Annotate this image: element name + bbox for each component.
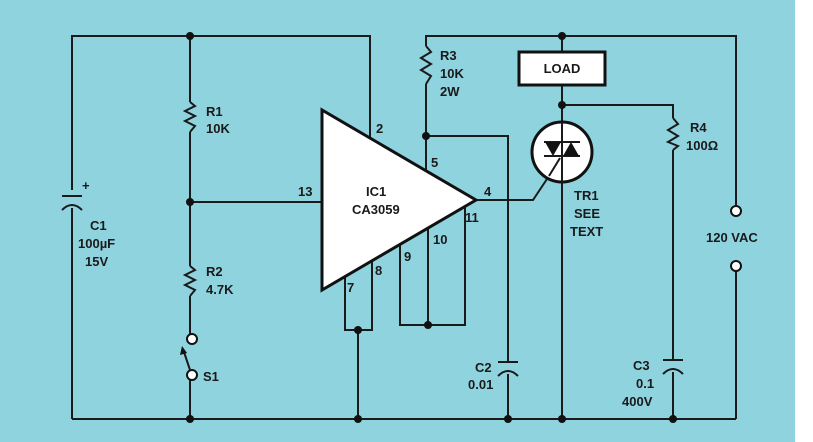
triac-tr1: TR1 SEE TEXT: [530, 120, 603, 239]
r4-name: R4: [690, 120, 707, 135]
c1-value: 100µF: [78, 236, 115, 251]
tr1-name: TR1: [574, 188, 599, 203]
resistor-r2: R2 4.7K: [182, 264, 234, 297]
pin-2-label: 2: [376, 121, 383, 136]
ic1-name: IC1: [366, 184, 386, 199]
resistor-r1: R1 10K: [182, 101, 230, 136]
pin-10-label: 10: [433, 232, 447, 247]
r3-name: R3: [440, 48, 457, 63]
capacitor-c3: C3 0.1 400V: [622, 358, 684, 409]
s1-name: S1: [203, 369, 219, 384]
c3-rating: 400V: [622, 394, 653, 409]
r3-rating: 2W: [440, 84, 460, 99]
pin-9-label: 9: [404, 249, 411, 264]
r2-value: 4.7K: [206, 282, 234, 297]
c1-name: C1: [90, 218, 107, 233]
pin-4-label: 4: [484, 184, 492, 199]
r3-value: 10K: [440, 66, 464, 81]
ac-supply-terminals: 120 VAC: [706, 205, 758, 272]
pin-7-label: 7: [347, 280, 354, 295]
load-label: LOAD: [544, 61, 581, 76]
c3-value: 0.1: [636, 376, 654, 391]
r4-value: 100Ω: [686, 138, 718, 153]
capacitor-c1: + C1 100µF 15V: [61, 178, 115, 269]
resistor-r4: R4 100Ω: [665, 117, 718, 153]
r1-name: R1: [206, 104, 223, 119]
c2-value: 0.01: [468, 377, 493, 392]
r2-name: R2: [206, 264, 223, 279]
pin-13-label: 13: [298, 184, 312, 199]
c2-name: C2: [475, 360, 492, 375]
pin-5-label: 5: [431, 155, 438, 170]
ic1-part: CA3059: [352, 202, 400, 217]
polarity-mark: +: [82, 178, 90, 193]
load-box: LOAD: [517, 50, 607, 87]
tr1-line2: SEE: [574, 206, 600, 221]
pin-8-label: 8: [375, 263, 382, 278]
r1-value: 10K: [206, 121, 230, 136]
c1-rating: 15V: [85, 254, 108, 269]
ic1-opamp: IC1 CA3059 13 2 5 4 11 10 9 8 7: [298, 107, 492, 295]
tr1-line3: TEXT: [570, 224, 603, 239]
switch-s1: S1: [180, 333, 219, 384]
capacitor-c2: C2 0.01: [468, 360, 519, 392]
resistor-r3: R3 10K 2W: [419, 45, 464, 99]
junction-dots: [186, 32, 677, 423]
pin-11-label: 11: [465, 210, 479, 225]
supply-label: 120 VAC: [706, 230, 758, 245]
c3-name: C3: [633, 358, 650, 373]
